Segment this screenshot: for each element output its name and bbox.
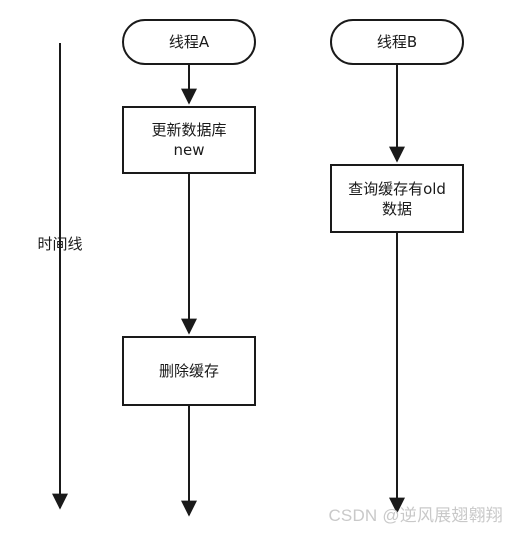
thread-a-header-label: 线程A — [168, 33, 210, 51]
thread-a-step-1-box — [122, 106, 256, 174]
thread-a-step-update-db: 更新数据库 new — [123, 107, 255, 173]
step-line: 查询缓存有old — [348, 179, 446, 198]
thread-a-header: 线程A — [123, 20, 255, 64]
thread-b-step-query-cache: 查询缓存有old 数据 — [331, 165, 463, 232]
thread-b-header: 线程B — [331, 20, 463, 64]
thread-b-header-label: 线程B — [376, 33, 418, 51]
watermark: CSDN @逆风展翅翱翔 — [328, 506, 503, 525]
timeline-label: 时间线 — [37, 235, 83, 253]
thread-a-step-2-box — [122, 336, 256, 406]
step-line: 删除缓存 — [158, 362, 219, 380]
step-line: 更新数据库 — [151, 121, 227, 139]
step-line: new — [173, 141, 205, 159]
thread-a-step-delete-cache: 删除缓存 — [123, 337, 255, 405]
thread-b-step-1-box — [330, 164, 464, 233]
step-line: 数据 — [381, 199, 412, 218]
